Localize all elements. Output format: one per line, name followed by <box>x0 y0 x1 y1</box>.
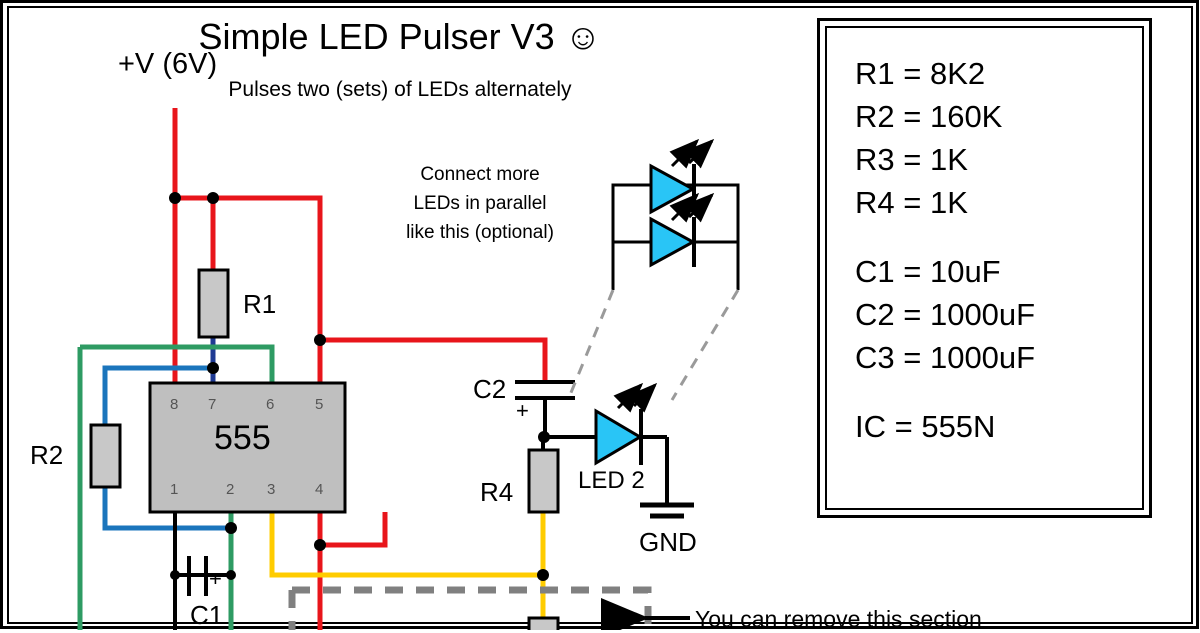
label-supply-voltage: +V (6V) <box>118 48 218 80</box>
ic-pin-7: 7 <box>208 396 217 413</box>
wire-net-blue-r2 <box>102 362 237 534</box>
svg-text:+: + <box>209 566 222 591</box>
parts-list-item: C3 = 1000uF <box>855 340 1036 375</box>
parts-list-box-inner: R1 = 8K2 R2 = 160K R3 = 1K R4 = 1K C1 = 10uF… <box>825 26 1144 510</box>
led-emission-arrows-icon <box>613 382 658 413</box>
label-r1: R1 <box>243 289 277 319</box>
wire-net-yellow-output <box>269 510 549 630</box>
parts-list-spacer <box>855 379 1132 405</box>
label-r2: R2 <box>30 440 64 470</box>
resistor-r2 <box>89 423 122 489</box>
label-c1: C1 <box>190 600 224 630</box>
capacitor-c2: + <box>515 380 575 437</box>
label-r4: R4 <box>480 477 514 507</box>
ground-icon <box>640 437 694 519</box>
note-remove-section: You can remove this section <box>695 606 982 632</box>
ic-pin-5: 5 <box>315 396 324 413</box>
led2-symbol <box>594 382 667 466</box>
capacitor-c1: + <box>175 556 231 596</box>
parts-list-item: R1 = 8K2 <box>855 56 986 91</box>
node-led2-junction <box>538 431 596 450</box>
label-c2: C2 <box>473 374 507 404</box>
label-ground: GND <box>639 527 697 557</box>
page-title: Simple LED Pulser V3 ☺ <box>198 16 602 57</box>
parts-list-item: R4 = 1K <box>855 185 968 220</box>
parts-list-spacer <box>855 224 1132 250</box>
ic-pin-2: 2 <box>226 481 235 498</box>
svg-text:+: + <box>516 398 529 423</box>
resistor-r4 <box>527 448 560 514</box>
parts-list-item: IC = 555N <box>855 409 996 444</box>
parts-list-item: C1 = 10uF <box>855 254 1001 289</box>
page-subtitle: Pulses two (sets) of LEDs alternately <box>228 78 572 101</box>
label-led2: LED 2 <box>578 467 645 494</box>
note-parallel-leds: Connect more LEDs in parallel like this … <box>406 164 554 243</box>
parallel-leds-inset <box>566 138 740 401</box>
parts-list-item: R3 = 1K <box>855 142 968 177</box>
resistor-r3-partial <box>527 616 560 630</box>
led-emission-arrows-icon <box>669 138 715 223</box>
parts-list-item: R2 = 160K <box>855 99 1003 134</box>
ic-pin-8: 8 <box>170 396 179 413</box>
label-ic-555: 555 <box>214 419 271 457</box>
resistor-r1 <box>197 268 230 339</box>
ic-pin-4: 4 <box>315 481 324 498</box>
ic-pin-3: 3 <box>267 481 276 498</box>
removable-section-box <box>288 586 652 630</box>
ic-pin-1: 1 <box>170 481 179 498</box>
parts-list: R1 = 8K2 R2 = 160K R3 = 1K R4 = 1K C1 = 10uF… <box>855 52 1132 448</box>
ic-555-body <box>148 381 347 514</box>
parts-list-item: C2 = 1000uF <box>855 297 1036 332</box>
parts-list-box: R1 = 8K2 R2 = 160K R3 = 1K R4 = 1K C1 = 10uF… <box>817 18 1152 518</box>
ic-pin-6: 6 <box>266 396 275 413</box>
